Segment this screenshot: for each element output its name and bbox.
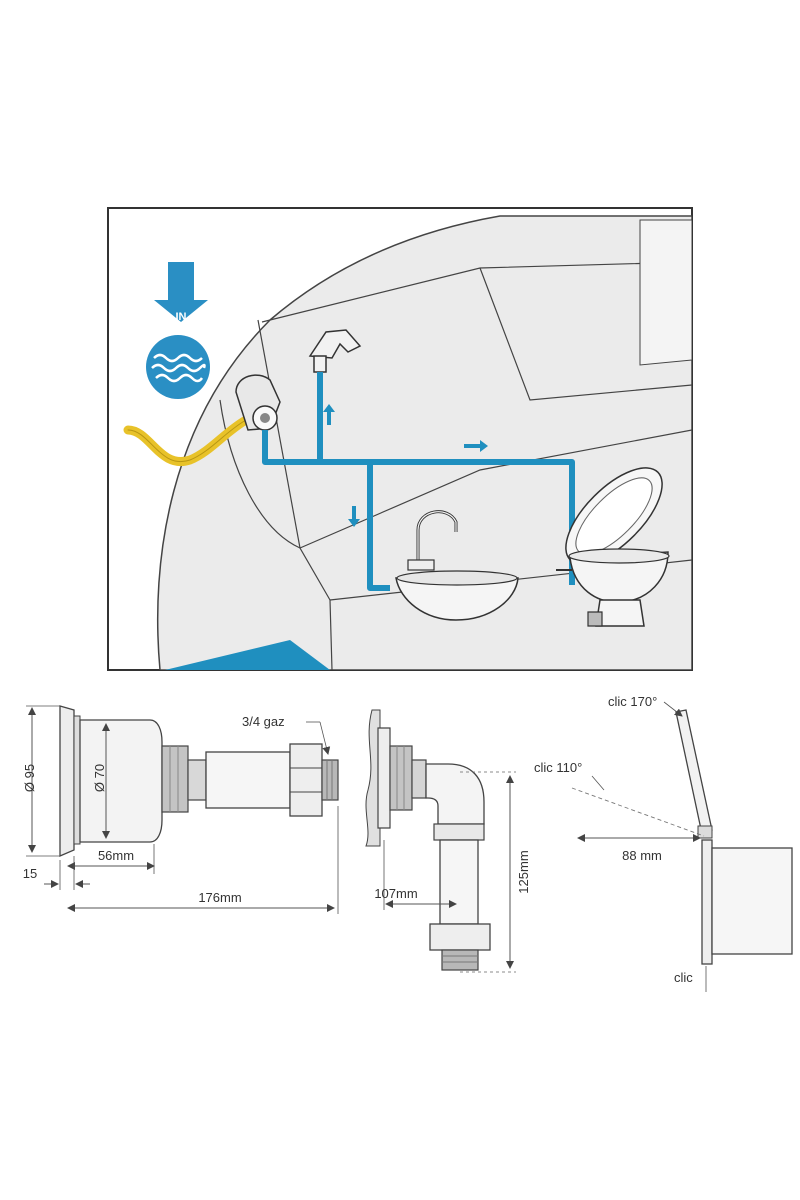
dim-diameter-95: Ø 95 [22, 764, 37, 792]
toilet-icon [556, 467, 670, 627]
dim-thread-label: 3/4 gaz [242, 714, 285, 729]
elbow-dimension-drawing: 125mm 107mm [365, 709, 531, 973]
shelf [299, 429, 692, 549]
dim-107mm: 107mm [374, 886, 417, 901]
label-clic-110: clic 110° [534, 760, 582, 775]
flange [59, 705, 75, 857]
lid-open-170 [675, 709, 713, 835]
side-dimension-drawing: Ø 95 Ø 70 3/4 gaz 56mm 15 176mm [22, 705, 339, 914]
label-clic-170: clic 170° [608, 694, 657, 709]
elbow [425, 763, 485, 825]
dim-diameter-70: Ø 70 [92, 764, 107, 792]
housing-box [711, 847, 793, 955]
water-waves-icon [146, 335, 210, 399]
window-panel [639, 219, 692, 366]
in-label: IN [176, 311, 187, 323]
dim-15: 15 [23, 866, 37, 881]
wall-section [365, 709, 381, 847]
label-clic: clic [674, 970, 693, 985]
flow-arrow-icon [323, 404, 488, 527]
upper-bulkhead [479, 267, 692, 401]
bulkhead-left [257, 319, 333, 670]
floor-blue-patch [165, 640, 330, 670]
dim-88mm: 88 mm [622, 848, 662, 863]
lid-dimension-drawing: clic 170° clic 110° 88 mm clic [534, 694, 793, 992]
tap-icon [308, 329, 362, 373]
dim-125mm: 125mm [516, 850, 531, 893]
in-arrow-icon: IN [154, 262, 208, 323]
dim-56mm: 56mm [98, 848, 134, 863]
cabin-wall [219, 399, 301, 549]
installation-scene: IN [107, 207, 693, 671]
shower-inlet-fitting [235, 374, 281, 431]
dim-176mm: 176mm [198, 890, 241, 905]
sink-icon [395, 510, 519, 621]
housing-body [79, 719, 163, 843]
